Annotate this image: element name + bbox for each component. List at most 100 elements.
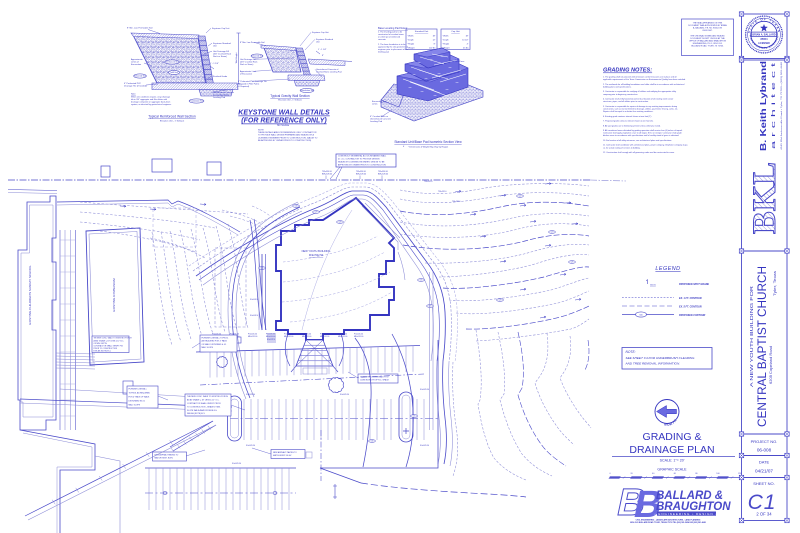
- svg-text:TOPSOIL AS REQUIRED: TOPSOIL AS REQUIRED: [129, 391, 151, 394]
- svg-text:Standard Unit: Standard Unit: [415, 30, 429, 33]
- svg-text:TW=531.0: TW=531.0: [438, 191, 446, 193]
- svg-text:526: 526: [571, 262, 574, 264]
- svg-text:GRADING &: GRADING &: [643, 431, 702, 443]
- svg-text:12": 12": [433, 39, 436, 41]
- svg-text:PROJECT NO.: PROJECT NO.: [751, 439, 778, 444]
- svg-text:drainage composite or aggregat: drainage composite or aggregate back-dra…: [131, 100, 170, 103]
- svg-text:LICENSED: LICENSED: [758, 43, 770, 45]
- svg-text:C1: C1: [748, 491, 777, 514]
- svg-text:Wrapped in Filter Fabric: Wrapped in Filter Fabric: [238, 83, 259, 86]
- svg-text:FG=531.50: FG=531.50: [230, 333, 239, 335]
- svg-text:GRAPHIC SCALE: GRAPHIC SCALE: [657, 468, 687, 472]
- svg-text:Leveling Pad: Leveling Pad: [370, 121, 383, 123]
- svg-text:BW=528.00: BW=528.00: [322, 174, 332, 176]
- svg-text:Finished Grade: Finished Grade: [213, 75, 228, 78]
- svg-text:45 lbs: 45 lbs: [463, 47, 468, 49]
- svg-text:CIVIL ENGINEERING - LANDSCAPE: CIVIL ENGINEERING - LANDSCAPE ARCHITECTU…: [636, 518, 701, 521]
- svg-text:3. Contractor is responsible: 3. Contractor is responsible for verifyi…: [603, 90, 676, 93]
- svg-text:SEALED BY LICENSED ENGINEER. D: SEALED BY LICENSED ENGINEER. DESIGN TO B…: [338, 161, 385, 164]
- svg-text:Retained Soil: Retained Soil: [251, 55, 263, 58]
- svg-text:0: 0: [609, 473, 610, 475]
- svg-text:NOTE:: NOTE:: [258, 130, 265, 132]
- svg-text:AND TREE REMOVAL INFORMATION.: AND TREE REMOVAL INFORMATION.: [625, 361, 681, 365]
- svg-text:4545 Old Jacksonville Road •: 4545 Old Jacksonville Road • Tyler, TX 7…: [780, 61, 783, 150]
- svg-text:9. All unsurfaced areas distu: 9. All unsurfaced areas disturbed by gra…: [603, 129, 683, 132]
- svg-text:THE SEAL APPEARING ON THIS: THE SEAL APPEARING ON THIS: [693, 22, 723, 25]
- svg-text:CONSTRUCT SEGMENTAL BLOCK RETA: CONSTRUCT SEGMENTAL BLOCK RETAINING WALL: [338, 155, 387, 158]
- svg-text:*Height: *Height: [443, 42, 450, 45]
- svg-text:*Weight: *Weight: [443, 46, 450, 49]
- svg-text:12. Construction shall comply: 12. Construction shall comply with all g…: [603, 151, 675, 154]
- svg-text:Elevation Unit - 1' Setback: Elevation Unit - 1' Setback: [160, 119, 185, 122]
- svg-text:EXIT.AS (NOTE) ECL: EXIT.AS (NOTE) ECL: [94, 350, 111, 353]
- svg-text:18": 18": [466, 35, 469, 37]
- svg-text:NEW YOUTH BUILDING: NEW YOUTH BUILDING: [302, 249, 331, 253]
- svg-text:5. Contractor is responsible: 5. Contractor is responsible for repairs…: [603, 105, 677, 108]
- svg-text:Rock or Stone): Rock or Stone): [213, 55, 227, 58]
- svg-text:APPROVED BY OWNER PRIOR TO CON: APPROVED BY OWNER PRIOR TO CONSTRUCTION: [338, 163, 386, 166]
- svg-text:531: 531: [429, 306, 432, 308]
- svg-text:PROPOSED SPOT GRADE: PROPOSED SPOT GRADE: [679, 283, 709, 286]
- svg-text:or 2,500 psi unreinforced: or 2,500 psi unreinforced: [378, 37, 400, 39]
- svg-text:BW=528.00: BW=528.00: [356, 174, 366, 176]
- svg-text:Keystone Standard: Keystone Standard: [213, 42, 232, 45]
- svg-text:8814 OLD BULLARD ROAD TYLER, T: 8814 OLD BULLARD ROAD TYLER, TEXAS 75703…: [630, 521, 706, 524]
- svg-text:TIE NEW CONC. WALK TO EXISTING: TIE NEW CONC. WALK TO EXISTING PORCH: [94, 337, 133, 340]
- svg-text:B. Keith Lybrand: B. Keith Lybrand: [759, 61, 768, 151]
- svg-text:Limits: Limits: [372, 103, 377, 106]
- svg-text:DOCUMENT WAS AUTHORIZED BY BRI: DOCUMENT WAS AUTHORIZED BY BRIAN: [688, 24, 727, 27]
- svg-text:NEW ASPHALT PAVING TO: NEW ASPHALT PAVING TO: [273, 451, 297, 454]
- svg-text:TO CONSTRUCTION - GRADE 4" MIN: TO CONSTRUCTION - GRADE 4" MIN.: [187, 405, 221, 408]
- svg-text:ME=531.00: ME=531.00: [338, 336, 347, 338]
- svg-text:Unreinforced Concrete: Unreinforced Concrete: [370, 118, 392, 121]
- svg-text:8" Min. Low Permeable Soil: 8" Min. Low Permeable Soil: [240, 42, 265, 44]
- svg-text:Cap Unit: Cap Unit: [451, 30, 460, 33]
- svg-text:CENTRAL BAPTIST CHURCH: CENTRAL BAPTIST CHURCH: [755, 266, 769, 427]
- svg-text:500.00: 500.00: [650, 285, 656, 287]
- svg-text:THE ORIGINAL SIGNED AND SEALED: THE ORIGINAL SIGNED AND SEALED: [690, 35, 725, 38]
- svg-text:DOCUMENT IS KEPT ON FILE AT TH: DOCUMENT IS KEPT ON FILE AT THE: [690, 37, 725, 40]
- svg-text:6" Crushed Rock or: 6" Crushed Rock or: [370, 115, 388, 118]
- svg-text:522: 522: [519, 196, 522, 198]
- svg-text:BW=528.00: BW=528.00: [378, 174, 388, 176]
- svg-text:6" Perforated PVC Drainage Ti: 6" Perforated PVC Drainage Tile: [238, 80, 268, 83]
- svg-text:Keystone Standard: Keystone Standard: [316, 38, 333, 41]
- svg-text:KEYSTONE WALL DETAILS: KEYSTONE WALL DETAILS: [238, 110, 330, 117]
- svg-text:4. Contractor shall verify ho: 4. Contractor shall verify horizontal an…: [603, 98, 674, 101]
- svg-text:8. All spot grades are to fin: 8. All spot grades are to finished pavem…: [603, 124, 661, 127]
- svg-text:ME=531.00: ME=531.00: [320, 336, 329, 338]
- svg-text:528: 528: [339, 222, 342, 224]
- svg-text:EX. 1 FT. CONTOUR: EX. 1 FT. CONTOUR: [679, 297, 702, 300]
- svg-text:85654: 85654: [761, 38, 769, 41]
- svg-text:FG=532.0: FG=532.0: [250, 299, 258, 301]
- svg-text:Limits of: Limits of: [131, 61, 139, 64]
- svg-text:leveling pad.: leveling pad.: [378, 52, 390, 54]
- svg-text:MAX. SLOPE: MAX. SLOPE: [202, 346, 214, 349]
- svg-text:company prior to beginning con: company prior to beginning construction.: [603, 93, 638, 96]
- svg-text:11. Contractor shall coordina: 11. Contractor shall coordinate with arc…: [603, 144, 688, 147]
- svg-text:When site conditions require,: When site conditions require, wrap drain…: [131, 95, 171, 98]
- svg-text:approved by the site geotechni: approved by the site geotechnical: [378, 46, 408, 49]
- svg-text:Unit Face: Unit Face: [455, 60, 465, 63]
- svg-text:SCALE: 1"= 20': SCALE: 1"= 20': [660, 459, 685, 463]
- svg-text:TO PROVIDE WALL DESIGN PREPARE: TO PROVIDE WALL DESIGN PREPARED AND SEAL…: [258, 134, 315, 137]
- svg-text:NEW ASPHALT PAVING TO: NEW ASPHALT PAVING TO: [155, 454, 179, 457]
- svg-text:MATCH EXIST. ELEV.: MATCH EXIST. ELEV.: [273, 454, 292, 457]
- svg-text:FG=531.50: FG=531.50: [248, 333, 257, 335]
- svg-text:THESE DETAILS ARE FOR REFERENC: THESE DETAILS ARE FOR REFERENCE ONLY. CO…: [258, 131, 317, 134]
- svg-text:SEE AS (NOTE) ECL: SEE AS (NOTE) ECL: [187, 412, 205, 415]
- svg-text:BULLARD ROAD, TYLER, TX 75703.: BULLARD ROAD, TYLER, TX 75703.: [691, 45, 724, 48]
- svg-text:NORTH: NORTH: [664, 418, 678, 427]
- svg-text:ME=531.00: ME=531.00: [284, 336, 293, 338]
- svg-text:06-008: 06-008: [757, 448, 772, 453]
- svg-text:PRIOR TO CONSTRUCTION: PRIOR TO CONSTRUCTION: [94, 348, 118, 350]
- svg-text:CONTRACTOR SHALL VERIFY PIG: CONTRACTOR SHALL VERIFY PIG: [94, 345, 124, 348]
- svg-text:Elevation Unit - 1' Setback: Elevation Unit - 1' Setback: [278, 99, 301, 102]
- svg-text:BKL: BKL: [747, 162, 783, 234]
- svg-text:constructed of crushed stone: constructed of crushed stone: [378, 33, 405, 36]
- svg-text:EXISTING CHILDREN'S SUNDAY SCH: EXISTING CHILDREN'S SUNDAY SCHOOL: [28, 265, 32, 325]
- svg-text:Rock or Stone): Rock or Stone): [240, 63, 254, 66]
- svg-text:Leveling Pad: Leveling Pad: [213, 97, 226, 99]
- svg-text:AS AT GRADE = 18" LESS & 12" O: AS AT GRADE = 18" LESS & 12" O.C.: [187, 399, 220, 402]
- svg-text:*Width: *Width: [408, 34, 414, 37]
